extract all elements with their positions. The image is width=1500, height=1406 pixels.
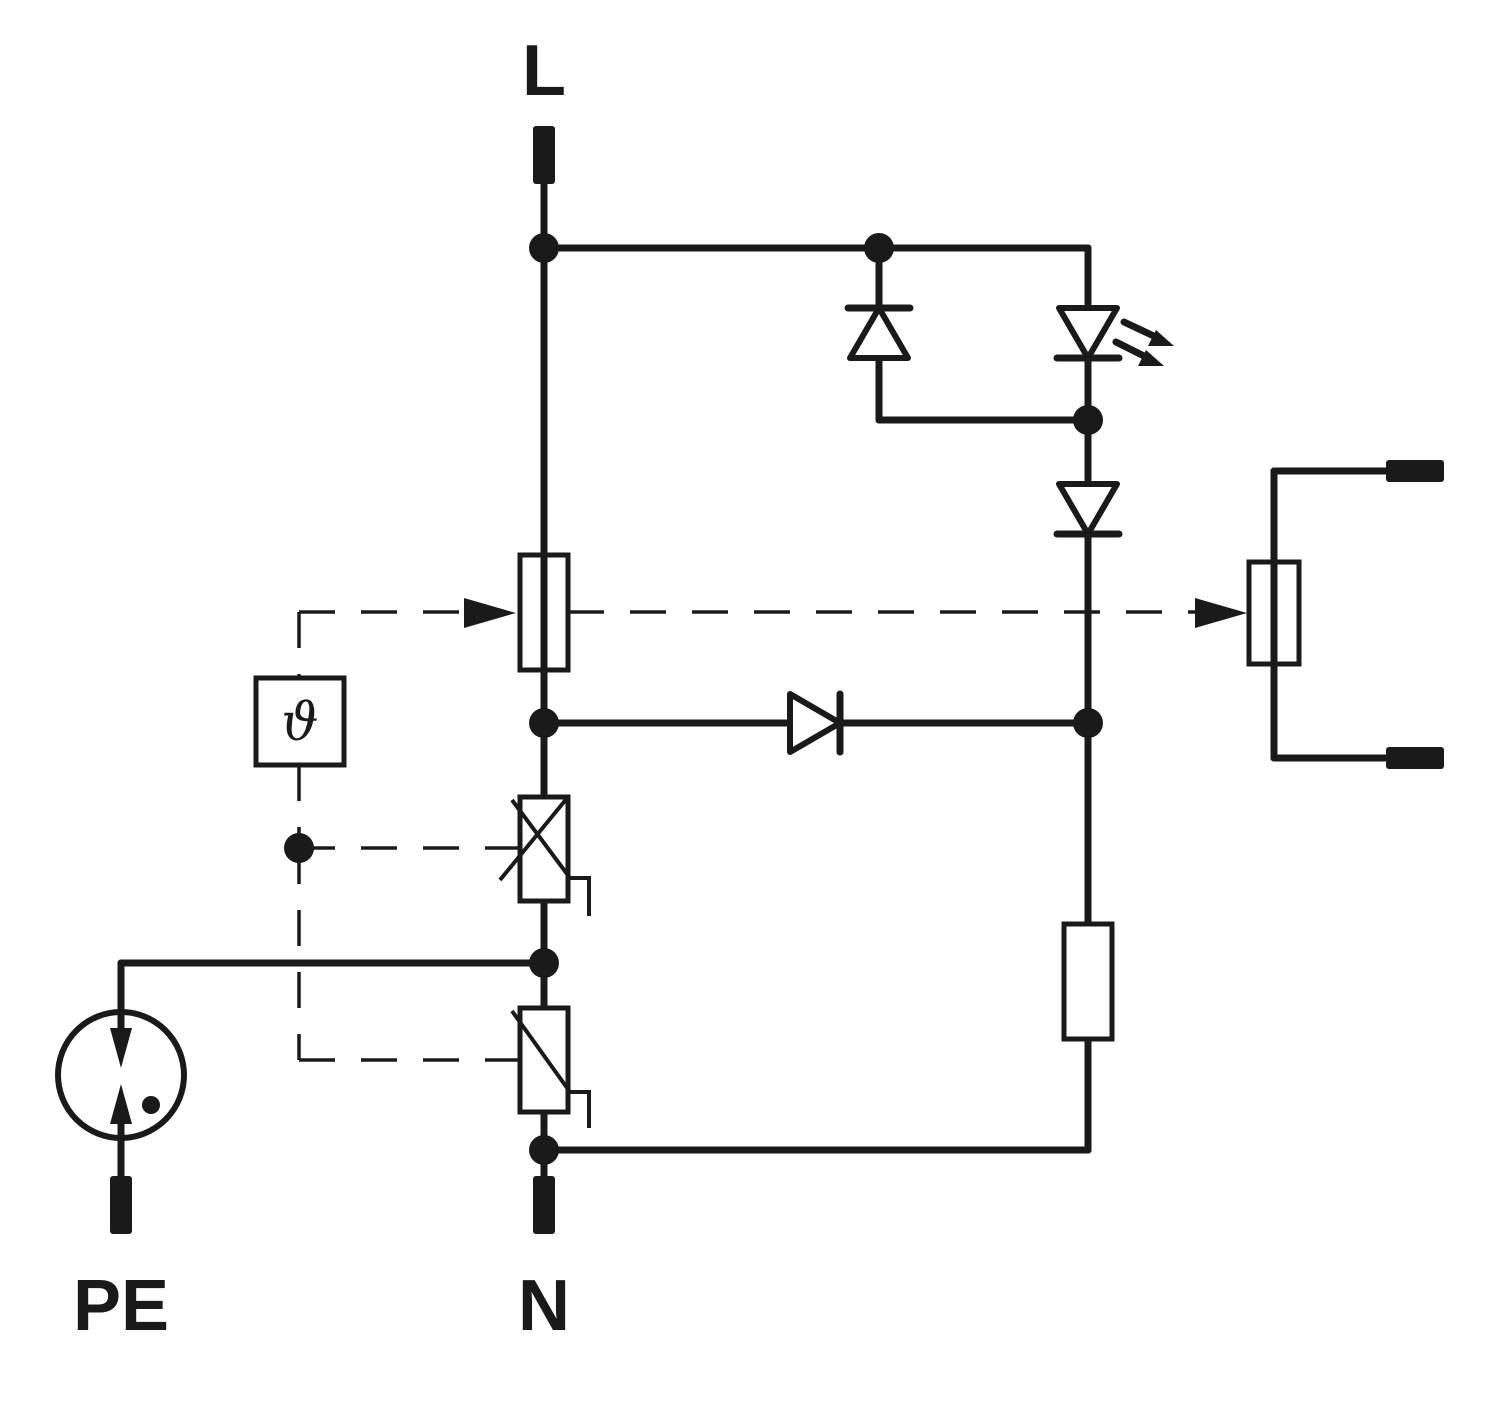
thermal-sensor: ϑ: [253, 675, 347, 768]
diode-down: [1053, 481, 1123, 538]
label-pe: PE: [73, 1266, 169, 1346]
theta-symbol: ϑ: [281, 693, 318, 753]
led: [1053, 305, 1174, 366]
remote-signal-contact: [1246, 467, 1390, 762]
thermal-disconnector: [517, 551, 571, 674]
resistor: [1061, 921, 1115, 1042]
top-branch: [540, 244, 1092, 1154]
diode-right: [787, 691, 843, 755]
varistor-lower: [510, 1005, 591, 1128]
light-emission-arrows-icon: [1112, 318, 1174, 366]
label-l: L: [522, 31, 566, 111]
diode-up: [844, 304, 914, 361]
arrow-to-signal-contact: [1195, 598, 1247, 628]
middle-branch: [540, 690, 1092, 756]
gas-dot: [142, 1096, 160, 1114]
varistor-upper: [498, 794, 591, 916]
terminal-signal-top: [1386, 460, 1444, 482]
gas-discharge-tube: [55, 1008, 187, 1142]
terminal-n: [533, 1176, 555, 1234]
terminal-signal-bottom: [1386, 747, 1444, 769]
mechanical-linkage: [297, 598, 1247, 1062]
terminal-l: [533, 126, 555, 184]
terminal-pe: [110, 1176, 132, 1234]
junction-dots: [284, 233, 1103, 1165]
label-n: N: [518, 1266, 570, 1346]
arrow-to-disconnector: [464, 598, 516, 628]
